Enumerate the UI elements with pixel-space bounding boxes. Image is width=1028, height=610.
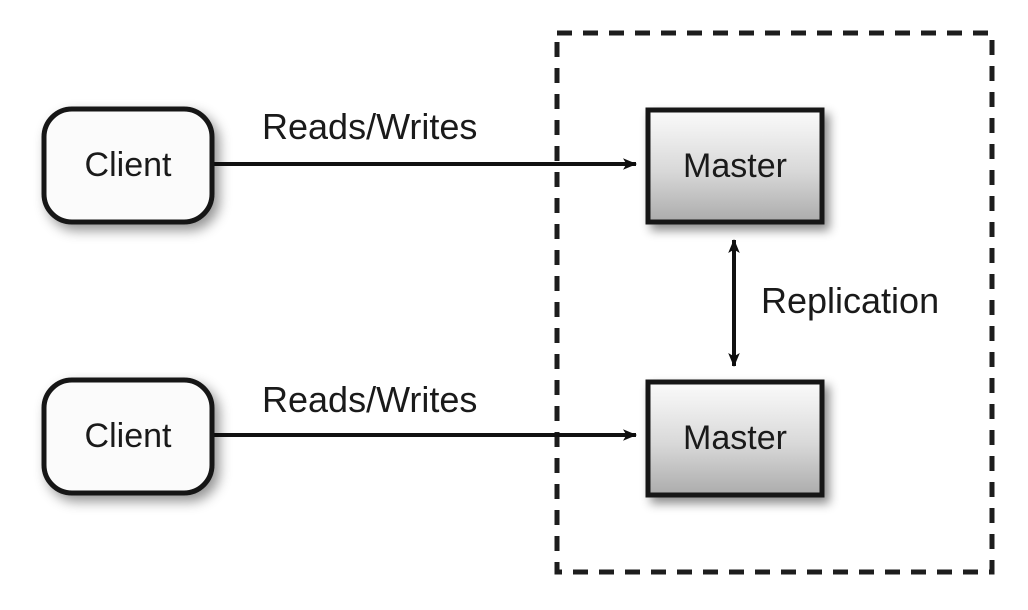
node-master-bottom[interactable]: [645, 379, 825, 498]
node-master-top[interactable]: [645, 107, 825, 225]
database-cluster-boundary: [554, 30, 995, 575]
edge-label-reads-writes-bottom: Reads/Writes: [262, 379, 478, 420]
edge-label-reads-writes-top: Reads/Writes: [262, 106, 478, 147]
edge-label-replication: Replication: [761, 280, 940, 321]
node-client-bottom[interactable]: [41, 377, 215, 496]
node-client-top[interactable]: [41, 106, 215, 225]
